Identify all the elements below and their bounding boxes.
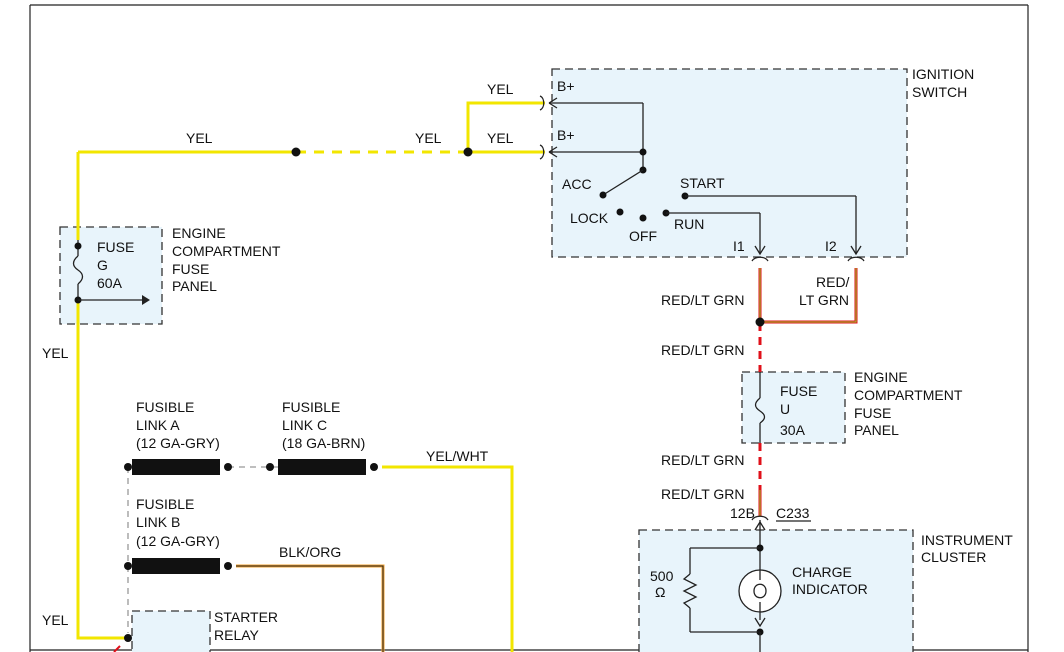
junction-link-c-right [370,463,378,471]
fusible-link-a [132,459,220,475]
wire-label-red-lt-grn-mid: RED/LT GRN [661,342,745,358]
lock-label: LOCK [570,210,609,226]
ignition-switch-box [551,68,908,258]
fusible-link-a-line3: (12 GA-GRY) [136,435,220,451]
junction-yel-1 [291,147,301,157]
fuse-u-box [741,371,846,444]
instrument-cluster-line2: CLUSTER [921,549,986,565]
junction-link-a-left [124,463,132,471]
starter-relay-line2: RELAY [214,627,260,643]
c233-connector [751,515,811,536]
fusible-link-b-line1: FUSIBLE [136,496,194,512]
fusible-link-a-line2: LINK A [136,417,180,433]
wire-label-yel-top-mid: YEL [415,130,442,146]
instrument-cluster-line1: INSTRUMENT [921,532,1013,548]
ignition-switch-contacts [539,95,865,262]
wire-label-red-i2-2: LT GRN [799,292,849,308]
resistor-value: 500 [650,568,674,584]
charge-indicator-line1: CHARGE [792,564,852,580]
bplus-label-2: B+ [557,127,575,143]
fuse-g-line1: FUSE [97,239,134,255]
resistor-unit: Ω [655,584,665,600]
fusible-link-a-line1: FUSIBLE [136,399,194,415]
fuse-u-line2: U [780,401,790,417]
fuse-u-line1: FUSE [780,383,817,399]
wire-label-yel-bottom: YEL [42,612,69,628]
fuse-u-panel-3: FUSE [854,405,891,421]
fuse-g-panel-1: ENGINE [172,225,226,241]
blk-org-wire [236,564,385,652]
wire-label-red-lt-grn-c233: RED/LT GRN [661,486,745,502]
junction-link-b-right [224,562,232,570]
off-label: OFF [629,228,657,244]
junction-link-c-left [266,463,274,471]
wire-label-yel-top-left: YEL [186,130,213,146]
run-label: RUN [674,216,704,232]
fusible-link-c-line3: (18 GA-BRN) [282,435,365,451]
fuse-u-line3: 30A [780,422,806,438]
junction-link-a-right [224,463,232,471]
charge-indicator-line2: INDICATOR [792,581,868,597]
wire-label-yel-left: YEL [42,345,69,361]
fuse-u-panel-4: PANEL [854,422,899,438]
fuse-g-panel-2: COMPARTMENT [172,243,281,259]
i2-label: I2 [825,238,837,254]
fusible-link-b [132,558,220,574]
wire-label-yel-upper: YEL [487,81,514,97]
fuse-g-panel-4: PANEL [172,278,217,294]
fuse-u-panel-2: COMPARTMENT [854,387,963,403]
connector-pin: 12B [730,505,755,521]
acc-label: ACC [562,176,592,192]
starter-relay-box [131,610,211,652]
wire-label-red-lt-grn-i1: RED/LT GRN [661,292,745,308]
cluster-circuit [682,536,782,652]
yel-wires [76,101,545,652]
fuse-u-symbol [754,372,766,443]
junction-link-b-left [124,562,132,570]
red-stub [113,645,121,652]
wire-label-red-lt-grn-below-fuse: RED/LT GRN [661,452,745,468]
wire-label-yel-top-right: YEL [487,130,514,146]
start-label: START [680,175,725,191]
wire-label-red-i2-1: RED/ [816,274,850,290]
junction-starter [124,634,132,642]
fusible-link-b-line3: (12 GA-GRY) [136,533,220,549]
bplus-label-1: B+ [557,78,575,94]
wire-label-yel-wht: YEL/WHT [426,448,489,464]
ignition-switch-title-2: SWITCH [912,84,967,100]
fuse-g-line3: 60A [97,275,123,291]
fusible-link-c [278,459,366,475]
fusible-link-c-line1: FUSIBLE [282,399,340,415]
fuse-g-symbol [72,240,150,305]
junction-red-lt-grn [755,317,765,327]
fuse-g-line2: G [97,257,108,273]
junction-yel-2 [463,147,473,157]
fuse-g-panel-3: FUSE [172,261,209,277]
ignition-switch-title-1: IGNITION [912,66,974,82]
connector-name: C233 [776,505,810,521]
starter-relay-line1: STARTER [214,609,278,625]
red-lt-grn-wires [758,268,858,516]
wire-label-blk-org: BLK/ORG [279,544,341,560]
i1-label: I1 [733,238,745,254]
fuse-u-panel-1: ENGINE [854,369,908,385]
fusible-link-b-line2: LINK B [136,514,180,530]
fusible-link-c-line2: LINK C [282,417,327,433]
